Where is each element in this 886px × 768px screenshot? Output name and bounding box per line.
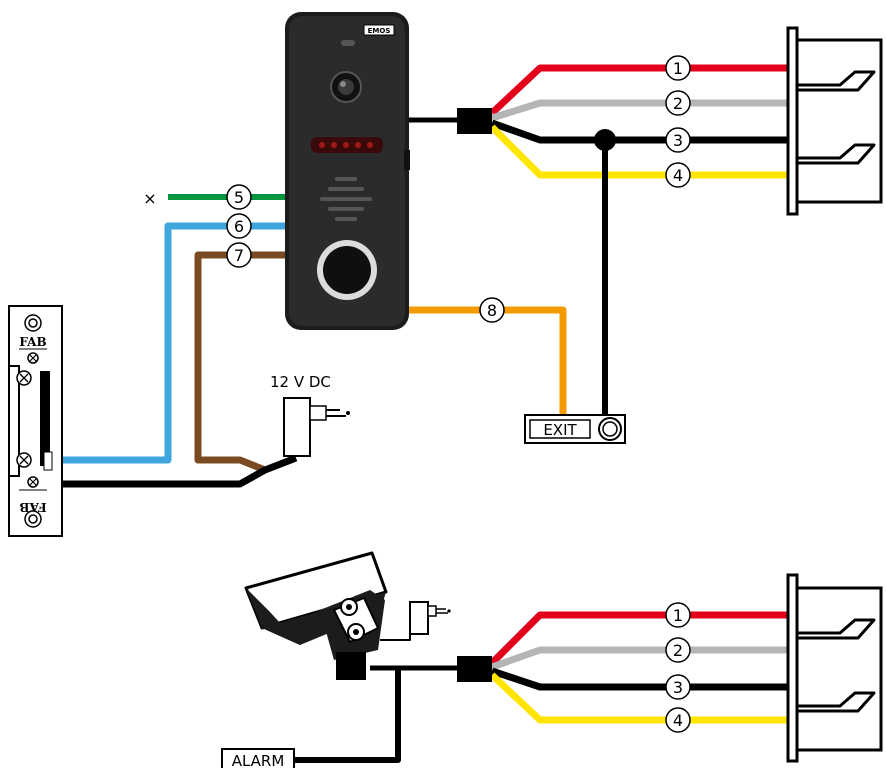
terminals-left: 5 6 7 8 — [226, 184, 505, 323]
station-brand: EMOS — [368, 27, 391, 35]
screw-icon — [16, 452, 32, 468]
lock-brand-top: FAB — [19, 335, 46, 349]
terminal-1-bottom: 1 — [665, 602, 691, 628]
bottom-monitor-terminal-block — [786, 573, 883, 763]
speaker-grille-icon — [320, 177, 372, 221]
call-button-icon — [317, 240, 377, 300]
terminal-2: 2 — [665, 90, 691, 116]
cctv-camera-icon — [244, 551, 388, 680]
electric-lock: FAB FAB — [8, 305, 63, 537]
wire-1-red-bottom — [489, 611, 790, 666]
power-supply-label: 12 V DC — [270, 373, 331, 391]
terminal-5: 5 — [226, 184, 252, 210]
exit-button: EXIT — [524, 414, 626, 444]
terminal-2-label: 2 — [673, 94, 683, 113]
terminal-8-label: 8 — [487, 301, 497, 320]
alarm-label: ALARM — [232, 752, 285, 768]
exit-label: EXIT — [543, 421, 577, 439]
terminal-6-label: 6 — [234, 217, 244, 236]
wire-7-brown — [194, 251, 292, 474]
wire-8-orange — [400, 306, 567, 415]
terminal-7: 7 — [226, 242, 252, 268]
bottom-wires — [294, 611, 790, 763]
terminals-bottom: 1 2 3 4 — [665, 602, 691, 733]
wire-2-grey-bottom — [490, 646, 790, 671]
terminal-4-bottom: 4 — [665, 707, 691, 733]
terminal-4-bottom-label: 4 — [673, 711, 683, 730]
wire-camera-power — [380, 630, 411, 641]
terminal-1: 1 — [665, 55, 691, 81]
screw-icon — [16, 370, 32, 386]
terminal-1-bottom-label: 1 — [673, 606, 683, 625]
wire-1-red — [489, 64, 790, 116]
wire-3-black-bottom — [490, 667, 790, 691]
terminal-2-bottom: 2 — [665, 637, 691, 663]
wire-4-yellow-bottom — [489, 672, 790, 724]
terminal-4-label: 4 — [673, 166, 683, 185]
camera-mount-bolts — [332, 596, 380, 644]
station-brand-plate — [363, 24, 395, 36]
terminal-3-label: 3 — [673, 131, 683, 150]
lock-brand-bottom: FAB — [19, 500, 46, 514]
terminal-2-bottom-label: 2 — [673, 641, 683, 660]
not-connected-mark: × — [143, 189, 156, 208]
terminal-6: 6 — [226, 213, 252, 239]
screw-icon — [27, 476, 39, 488]
terminals-top: 1 2 3 4 — [665, 55, 691, 188]
wire-alarm-black — [294, 668, 401, 763]
cable-connector-bottom — [457, 656, 492, 682]
ir-leds — [319, 142, 373, 148]
terminal-8: 8 — [479, 297, 505, 323]
wire-junction — [594, 129, 616, 151]
terminal-5-label: 5 — [234, 188, 244, 207]
alarm-box: ALARM — [221, 748, 295, 768]
wire-6-blue — [62, 222, 292, 464]
camera-lens-icon — [330, 71, 362, 103]
cable-connector — [457, 108, 492, 134]
top-monitor-terminal-block — [786, 26, 883, 216]
door-station: EMOS — [285, 12, 410, 330]
terminal-3-bottom-label: 3 — [673, 678, 683, 697]
terminal-4: 4 — [665, 162, 691, 188]
terminal-7-label: 7 — [234, 246, 244, 265]
terminal-3-bottom: 3 — [665, 674, 691, 700]
screw-icon — [27, 352, 39, 364]
wire-4-yellow — [489, 124, 790, 179]
wire-2-grey — [490, 99, 790, 122]
wire-lock-black — [62, 454, 298, 488]
terminal-3: 3 — [665, 127, 691, 153]
wire-3-black — [490, 119, 790, 144]
terminal-1-label: 1 — [673, 59, 683, 78]
power-supply: 12 V DC — [270, 373, 350, 457]
camera-power-supply — [409, 601, 451, 635]
